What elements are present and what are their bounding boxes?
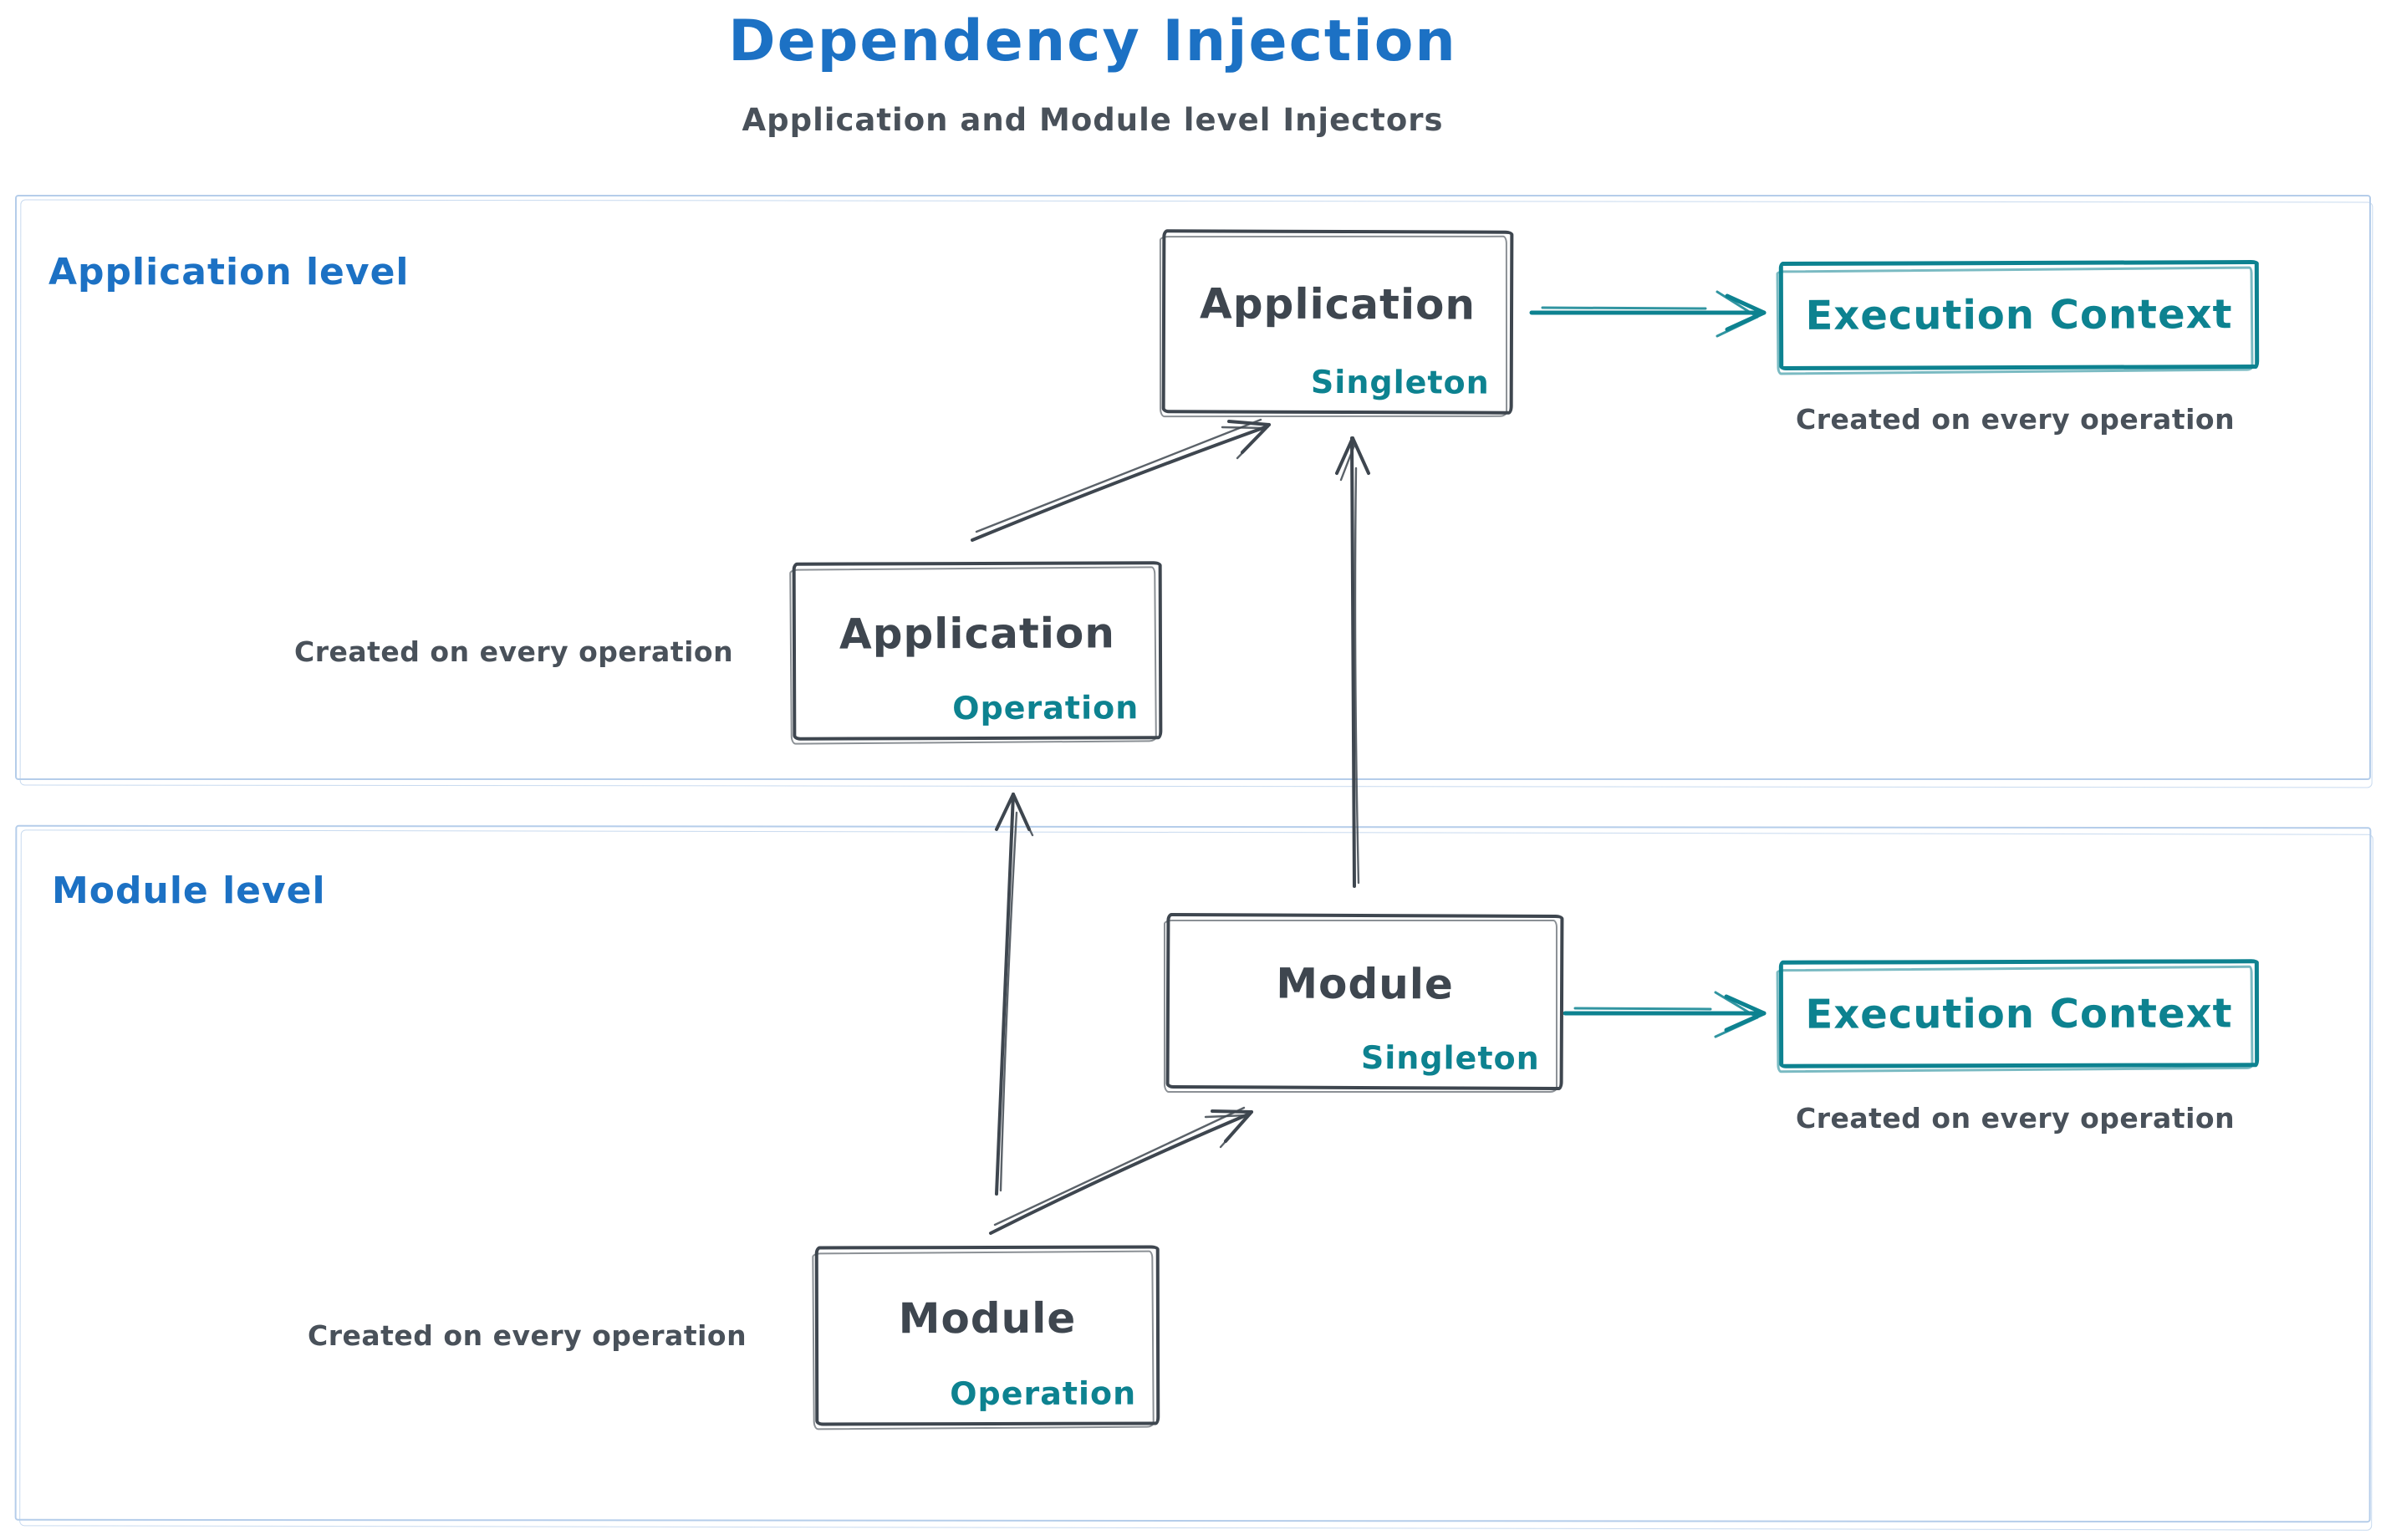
execution-context-module-name: Execution Context bbox=[1805, 989, 2233, 1038]
caption-execution-context-application: Created on every operation bbox=[1796, 403, 2236, 436]
node-module-operation: Module Operation bbox=[814, 1245, 1160, 1426]
diagram-title: Dependency Injection bbox=[728, 8, 1457, 74]
execution-context-application-name: Execution Context bbox=[1805, 291, 2233, 339]
caption-module-operation: Created on every operation bbox=[308, 1319, 747, 1352]
node-module-singleton-name: Module bbox=[1276, 959, 1454, 1009]
node-application-singleton-name: Application bbox=[1200, 279, 1476, 329]
node-application-singleton: Application Singleton bbox=[1161, 229, 1514, 415]
node-module-singleton-scope: Singleton bbox=[1360, 1038, 1540, 1077]
node-application-operation-name: Application bbox=[839, 608, 1115, 659]
node-execution-context-application: Execution Context bbox=[1778, 259, 2260, 371]
node-module-operation-scope: Operation bbox=[950, 1374, 1137, 1413]
node-execution-context-module: Execution Context bbox=[1778, 959, 2260, 1068]
region-label-application-level: Application level bbox=[48, 251, 410, 293]
diagram-subtitle: Application and Module level Injectors bbox=[742, 102, 1444, 138]
node-application-singleton-scope: Singleton bbox=[1310, 363, 1490, 401]
region-label-module-level: Module level bbox=[52, 869, 326, 912]
caption-execution-context-module: Created on every operation bbox=[1796, 1102, 2236, 1135]
node-module-operation-name: Module bbox=[898, 1293, 1077, 1343]
caption-application-operation: Created on every operation bbox=[294, 635, 734, 668]
region-application-level bbox=[15, 195, 2371, 780]
node-application-operation-scope: Operation bbox=[952, 689, 1139, 727]
node-application-operation: Application Operation bbox=[792, 561, 1163, 741]
node-module-singleton: Module Singleton bbox=[1165, 912, 1564, 1091]
